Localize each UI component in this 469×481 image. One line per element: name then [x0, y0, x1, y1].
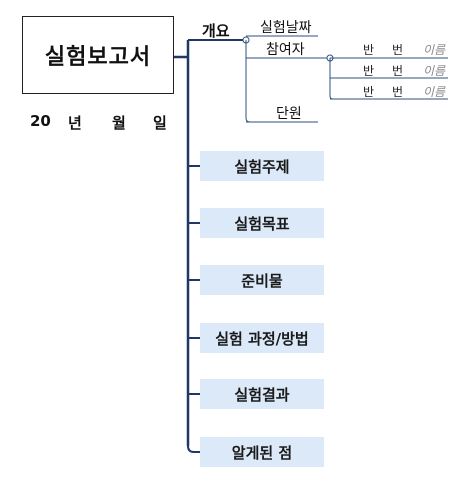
class-unit: 반: [363, 85, 375, 99]
section-results: 실험결과: [200, 379, 324, 409]
section-materials: 준비물: [200, 265, 324, 295]
section-goal: 실험목표: [200, 208, 324, 238]
experiment-date-label: 실험날짜: [260, 20, 312, 36]
section-label: 준비물: [241, 271, 283, 290]
section-topic: 실험주제: [200, 151, 324, 181]
overview-label: 개요: [202, 22, 230, 40]
date-year-unit: 년: [68, 114, 82, 132]
section-procedure: 실험 과정/방법: [200, 323, 324, 353]
section-label: 알게된 점: [231, 443, 293, 462]
number-unit: 번: [392, 64, 404, 78]
class-unit: 반: [363, 64, 375, 78]
section-label: 실험주제: [234, 157, 290, 176]
number-unit: 번: [392, 43, 404, 57]
name-placeholder: 이름: [423, 64, 446, 78]
class-unit: 반: [363, 43, 375, 57]
report-title-box: 실험보고서: [22, 16, 174, 94]
date-year-prefix: 20: [30, 112, 51, 130]
name-placeholder: 이름: [423, 85, 446, 99]
name-placeholder: 이름: [423, 43, 446, 57]
section-label: 실험결과: [234, 385, 290, 404]
date-day-unit: 일: [153, 114, 167, 132]
participants-label: 참여자: [266, 42, 305, 58]
section-label: 실험목표: [234, 214, 290, 233]
section-label: 실험 과정/방법: [215, 329, 309, 348]
date-month-unit: 월: [112, 114, 126, 132]
section-learnings: 알게된 점: [200, 437, 324, 467]
report-title: 실험보고서: [44, 45, 152, 70]
unit-label: 단원: [276, 106, 302, 122]
number-unit: 번: [392, 85, 404, 99]
